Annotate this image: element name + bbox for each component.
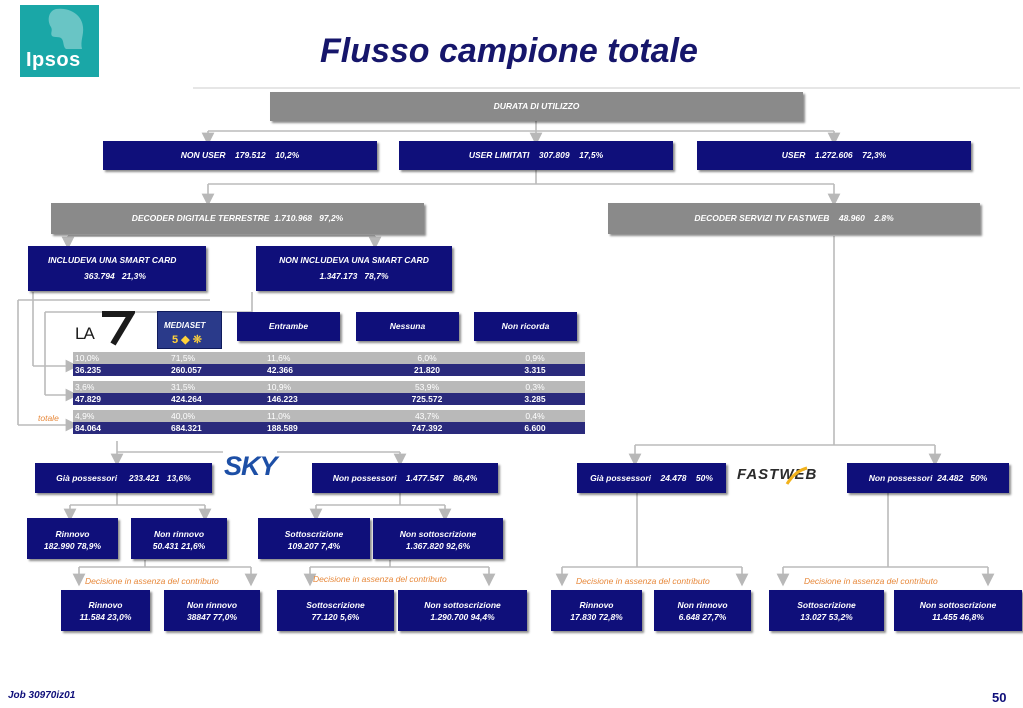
fastweb-swoosh-icon	[785, 466, 808, 485]
sky-owners-box: Già possessori 233.421 13,6%	[35, 463, 212, 493]
head-silhouette-icon	[48, 8, 84, 50]
page-title: Flusso campione totale	[320, 32, 698, 70]
decision-label-2: Decisione in assenza del contributo	[313, 574, 447, 584]
sky-logo: SKY	[223, 448, 278, 488]
fastweb-owners-box: Già possessori 24.478 50%	[577, 463, 726, 493]
ipsos-logo: Ipsos	[20, 5, 99, 77]
usage-duration-bar: DURATA DI UTILIZZO	[270, 92, 803, 121]
decoder-dtt-box: DECODER DIGITALE TERRESTRE 1.710.968 97,…	[51, 203, 424, 234]
job-code: Job 30970iz01	[8, 690, 76, 701]
table-row-2-pct: 3,6%31,5%10,9%53,9%0,3%	[73, 381, 585, 393]
limited-user-box: USER LIMITATI 307.809 17,5%	[399, 141, 673, 170]
mediaset-logo: MEDIASET 5 ◆ ❊	[157, 311, 222, 349]
page-number: 50	[992, 690, 1007, 705]
header-non-ricorda: Non ricorda	[474, 312, 577, 341]
fastweb-logo: FASTWEB	[737, 464, 837, 486]
decoder-fastweb-box: DECODER SERVIZI TV FASTWEB 48.960 2.8%	[608, 203, 980, 234]
sky-non-owners-box: Non possessori 1.477.547 86,4%	[312, 463, 498, 493]
la7-logo: LA	[75, 310, 135, 346]
totale-label: totale	[38, 413, 59, 423]
smart-card-not-included-box: NON INCLUDEVA UNA SMART CARD 1.347.173 7…	[256, 246, 452, 291]
smart-card-included-box: INCLUDEVA UNA SMART CARD 363.794 21,3%	[28, 246, 206, 291]
header-entrambe: Entrambe	[237, 312, 340, 341]
la7-seven-icon	[102, 311, 135, 346]
non-user-box: NON USER 179.512 10,2%	[103, 141, 377, 170]
table-row-3-pct: 4,9%40,0%11,0%43,7%0,4%	[73, 410, 585, 422]
decision-label-1: Decisione in assenza del contributo	[85, 576, 219, 586]
table-row-1-pct: 10,0%71,5%11,6%6,0%0,9%	[73, 352, 585, 364]
user-box: USER 1.272.606 72,3%	[697, 141, 971, 170]
decision-label-3: Decisione in assenza del contributo	[576, 576, 710, 586]
header-nessuna: Nessuna	[356, 312, 459, 341]
channel-icons: 5 ◆ ❊	[172, 334, 202, 346]
fastweb-non-owners-box: Non possessori 24.482 50%	[847, 463, 1009, 493]
decision-label-4: Decisione in assenza del contributo	[804, 576, 938, 586]
ipsos-wordmark: Ipsos	[26, 49, 81, 71]
